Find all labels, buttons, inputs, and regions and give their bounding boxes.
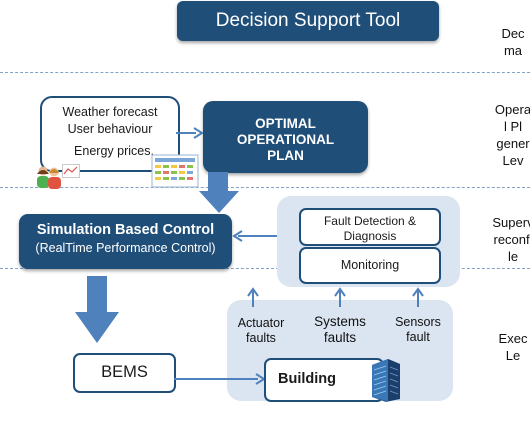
- simulation-based-control-box: Simulation Based Control (RealTime Perfo…: [19, 214, 232, 269]
- input-user-behaviour: User behaviour: [67, 122, 153, 136]
- systems-faults-label: Systems faults: [306, 314, 374, 346]
- document-icon: [62, 164, 80, 178]
- actuator-faults-label: Actuator faults: [228, 316, 294, 346]
- arrow-plan-to-control: [199, 172, 239, 213]
- users-icon: [37, 166, 61, 189]
- bems-label: BEMS: [101, 363, 148, 381]
- simulation-title: Simulation Based Control: [36, 222, 215, 238]
- level-operational-label: Opera l Pl gener Lev: [473, 101, 530, 169]
- building-box: Building: [264, 358, 384, 402]
- actuator-faults-line2: faults: [246, 331, 276, 345]
- arrow-actuator-up: [247, 287, 259, 307]
- optimal-operational-plan-box: OPTIMAL OPERATIONAL PLAN: [203, 101, 368, 173]
- input-energy-prices: Energy prices.: [74, 144, 154, 158]
- actuator-faults-line1: Actuator: [237, 316, 285, 330]
- arrow-systems-up: [334, 287, 346, 307]
- level-decision-line1: Dec: [501, 26, 525, 41]
- level-decision-line2: ma: [503, 43, 523, 58]
- arrow-monitoring-to-control: [232, 230, 278, 242]
- fault-detection-box: Fault Detection & Diagnosis: [299, 208, 441, 246]
- chart-document-icon: [151, 154, 199, 188]
- arrow-inputs-to-plan: [176, 127, 204, 139]
- level-supervision-label: Superv reconfi le: [473, 214, 530, 265]
- level-operational-line2: l Pl: [503, 119, 523, 134]
- input-weather: Weather forecast: [62, 105, 158, 119]
- plan-line-3: PLAN: [267, 148, 304, 163]
- sensors-fault-label: Sensors fault: [386, 315, 450, 345]
- building-label: Building: [278, 371, 336, 387]
- arrow-bems-to-building: [174, 373, 266, 385]
- building-icon: [372, 359, 400, 402]
- level-supervision-line2: reconfi: [493, 232, 530, 247]
- fdd-label-line1: Fault Detection &: [323, 214, 417, 228]
- level-operational-line1: Opera: [494, 102, 530, 117]
- simulation-subtitle: (RealTime Performance Control): [35, 241, 216, 255]
- monitoring-label: Monitoring: [340, 258, 400, 272]
- plan-line-1: OPTIMAL: [255, 116, 316, 131]
- fdd-label-line2: Diagnosis: [343, 229, 397, 243]
- systems-faults-line1: Systems: [314, 314, 366, 329]
- arrow-sensors-up: [412, 287, 424, 307]
- level-divider: [0, 72, 530, 73]
- level-operational-line4: Lev: [502, 153, 524, 168]
- level-execution-line2: Le: [505, 348, 521, 363]
- level-supervision-line1: Superv: [492, 215, 530, 230]
- systems-faults-line2: faults: [323, 330, 357, 345]
- bems-box: BEMS: [73, 353, 176, 393]
- sensors-fault-line2: fault: [406, 330, 430, 344]
- level-execution-label: Exec Le: [473, 330, 530, 364]
- level-execution-line1: Exec: [498, 331, 528, 346]
- decision-support-tool-title: Decision Support Tool: [177, 1, 439, 41]
- level-divider: [0, 187, 530, 188]
- plan-line-2: OPERATIONAL: [236, 132, 335, 147]
- monitoring-box: Monitoring: [299, 247, 441, 284]
- level-decision-label: Dec ma: [473, 25, 530, 59]
- level-operational-line3: gener: [496, 136, 530, 151]
- arrow-control-to-bems: [75, 276, 119, 343]
- level-supervision-line3: le: [507, 249, 519, 264]
- level-divider: [0, 268, 530, 269]
- sensors-fault-line1: Sensors: [395, 315, 441, 329]
